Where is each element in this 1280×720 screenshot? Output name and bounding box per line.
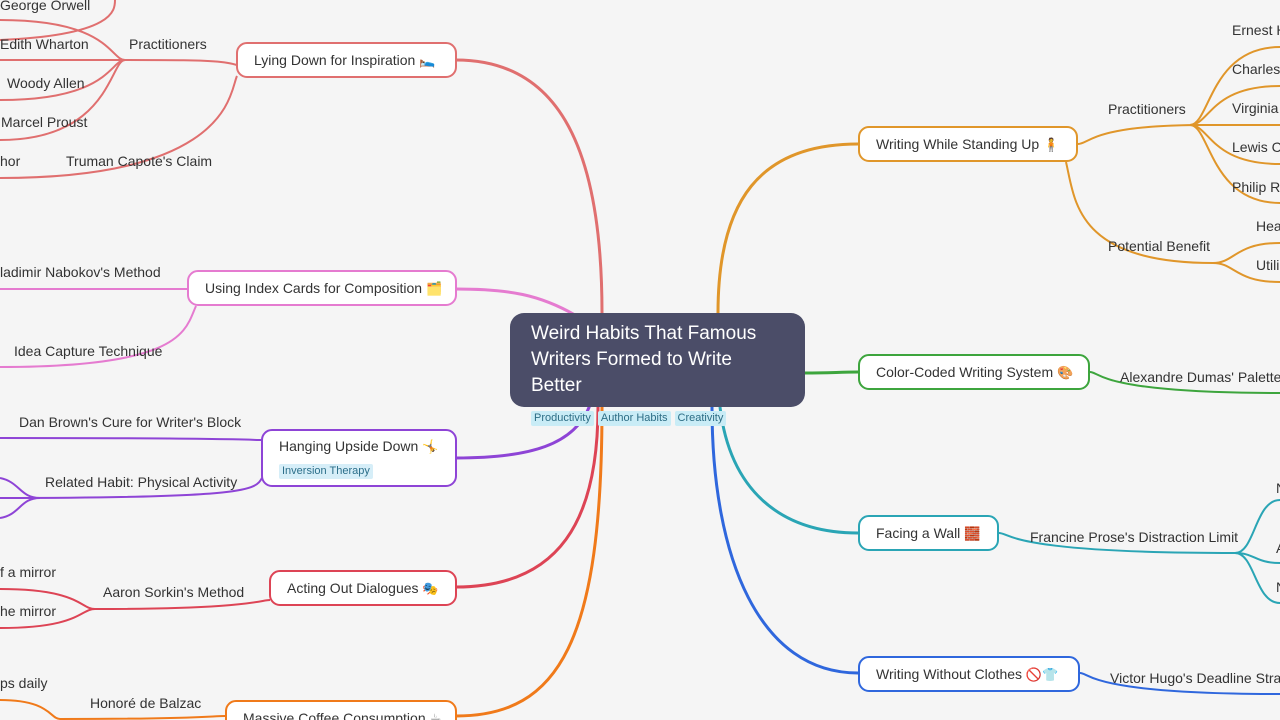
leaf-practitioner[interactable]: Lewis Ca xyxy=(1232,139,1280,155)
subtopic-hugo[interactable]: Victor Hugo's Deadline Strate xyxy=(1110,670,1280,686)
leaf-cups-daily[interactable]: ps daily xyxy=(0,675,48,691)
brick-icon: 🧱 xyxy=(964,525,981,541)
root-title-line1: Weird Habits That Famous xyxy=(531,323,757,344)
leaf-practitioner[interactable]: Edith Wharton xyxy=(0,36,89,52)
bed-icon: 🛌 xyxy=(419,52,436,68)
subtopic-potential-benefit[interactable]: Potential Benefit xyxy=(1108,238,1210,254)
leaf-practitioner[interactable]: George Orwell xyxy=(0,0,91,13)
subtopic-dan-brown[interactable]: Dan Brown's Cure for Writer's Block xyxy=(19,414,242,430)
topic-tag[interactable]: Inversion Therapy xyxy=(279,464,373,479)
theater-masks-icon: 🎭 xyxy=(422,580,439,596)
subtopic-capote-claim[interactable]: Truman Capote's Claim xyxy=(66,153,213,169)
leaf-wall-child[interactable]: A xyxy=(1276,539,1280,557)
leaf-practitioner[interactable]: Philip Ro xyxy=(1232,179,1280,195)
leaf-mirror[interactable]: he mirror xyxy=(0,603,57,619)
topic-label: Lying Down for Inspiration xyxy=(254,51,416,68)
topic-label: Writing While Standing Up xyxy=(876,135,1040,152)
topic-index-cards[interactable]: Using Index Cards for Composition 🗂️ xyxy=(187,270,457,306)
topic-label: Massive Coffee Consumption xyxy=(243,709,426,720)
leaf-practitioner[interactable]: Marcel Proust xyxy=(1,114,88,130)
topic-label: Facing a Wall xyxy=(876,524,961,541)
cartwheel-icon: 🤸 xyxy=(422,439,439,454)
leaf-benefit[interactable]: Hea xyxy=(1256,218,1280,234)
topic-coffee[interactable]: Massive Coffee Consumption ☕ xyxy=(225,700,457,720)
topic-lying-down[interactable]: Lying Down for Inspiration 🛌 xyxy=(236,42,457,78)
subtopic-physical-activity[interactable]: Related Habit: Physical Activity xyxy=(45,474,238,490)
topic-color-coded[interactable]: Color-Coded Writing System 🎨 xyxy=(858,354,1090,390)
no-shirt-icon: 🚫👕 xyxy=(1025,666,1059,682)
topic-label: Writing Without Clothes xyxy=(876,665,1023,682)
root-tag[interactable]: Productivity xyxy=(531,411,594,426)
palette-icon: 🎨 xyxy=(1057,364,1074,380)
leaf-practitioner[interactable]: Woody Allen xyxy=(7,75,85,91)
topic-standing[interactable]: Writing While Standing Up 🧍 xyxy=(858,126,1078,162)
leaf-practitioner[interactable]: Virginia xyxy=(1232,100,1279,116)
leaf-mirror[interactable]: f a mirror xyxy=(0,564,56,580)
root-title-line2: Writers Formed to Write Better xyxy=(531,349,732,396)
topic-label: Color-Coded Writing System xyxy=(876,363,1054,380)
subtopic-practitioners[interactable]: Practitioners xyxy=(129,36,207,52)
subtopic-idea-capture[interactable]: Idea Capture Technique xyxy=(14,343,163,359)
subtopic-practitioners[interactable]: Practitioners xyxy=(1108,101,1186,117)
root-tag[interactable]: Creativity xyxy=(674,411,727,426)
leaf-benefit[interactable]: Utili xyxy=(1256,257,1280,273)
topic-facing-wall[interactable]: Facing a Wall 🧱 xyxy=(858,515,999,551)
subtopic-sorkin[interactable]: Aaron Sorkin's Method xyxy=(103,584,245,600)
topic-label: Acting Out Dialogues xyxy=(287,579,419,596)
standing-person-icon: 🧍 xyxy=(1043,136,1060,152)
root-topic[interactable]: Weird Habits That Famous Writers Formed … xyxy=(510,313,805,426)
leaf-capote-detail[interactable]: hor xyxy=(0,153,21,169)
subtopic-dumas[interactable]: Alexandre Dumas' Palette xyxy=(1120,369,1280,385)
topic-no-clothes[interactable]: Writing Without Clothes 🚫👕 xyxy=(858,656,1080,692)
topic-label: Hanging Upside Down xyxy=(279,438,419,454)
subtopic-balzac[interactable]: Honoré de Balzac xyxy=(90,695,202,711)
leaf-wall-child[interactable]: N xyxy=(1276,479,1280,497)
leaf-practitioner[interactable]: Charles xyxy=(1232,61,1280,77)
leaf-practitioner[interactable]: Ernest H xyxy=(1232,22,1280,38)
root-tag[interactable]: Author Habits xyxy=(597,411,671,426)
topic-acting-dialogues[interactable]: Acting Out Dialogues 🎭 xyxy=(269,570,457,606)
card-index-icon: 🗂️ xyxy=(426,280,443,296)
topic-label: Using Index Cards for Composition xyxy=(205,279,423,296)
leaf-wall-child[interactable]: N xyxy=(1276,578,1280,596)
subtopic-prose[interactable]: Francine Prose's Distraction Limit xyxy=(1030,529,1239,545)
coffee-icon: ☕ xyxy=(429,710,442,720)
subtopic-nabokov[interactable]: ladimir Nabokov's Method xyxy=(0,264,161,280)
topic-upside-down[interactable]: Hanging Upside Down 🤸 Inversion Therapy xyxy=(261,429,457,487)
